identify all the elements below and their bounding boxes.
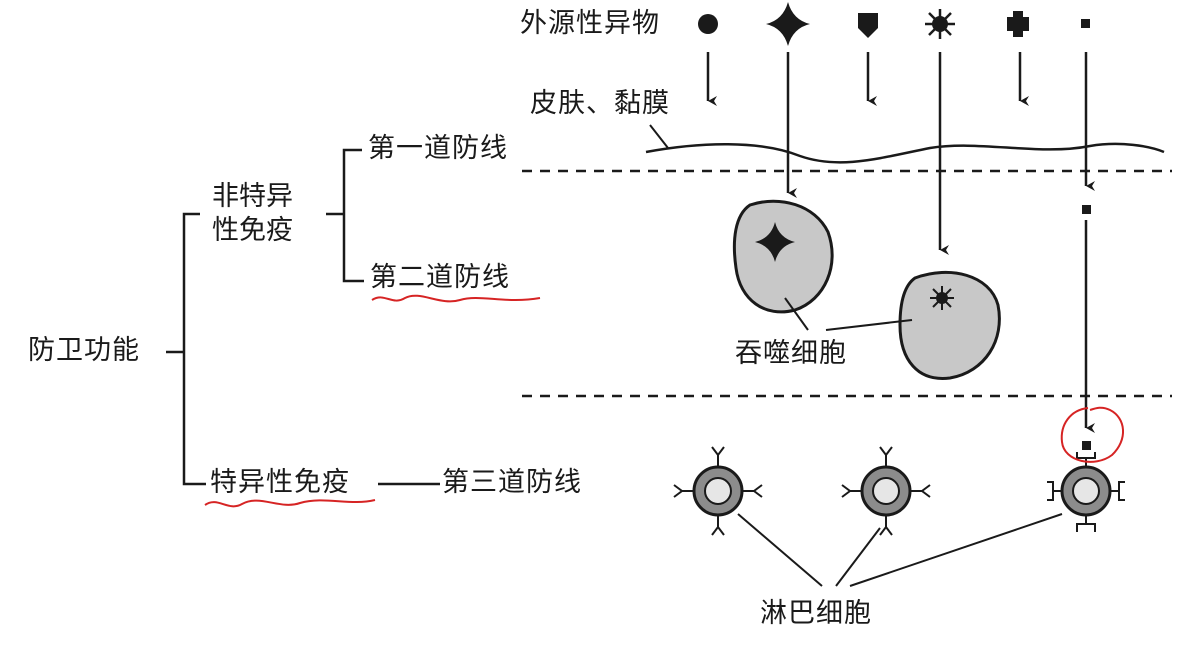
lymphocyte-cell (673, 446, 763, 536)
phagocyte-pointer-right (825, 319, 913, 331)
lymphocyte-cell (1047, 452, 1125, 532)
lymphocyte-label: 淋巴细胞 (760, 598, 872, 629)
lymphocyte-pointer-1 (737, 513, 823, 587)
skin-mucosa-label: 皮肤、黏膜 (530, 88, 670, 119)
nonspecific-immunity-line1: 非特异 (212, 181, 293, 212)
small-square-icon (1081, 19, 1090, 28)
red-circle-annotation (1060, 406, 1124, 463)
phagocyte-cell (732, 199, 834, 314)
specific-immunity-label: 特异性免疫 (210, 467, 350, 498)
root-bracket (182, 212, 206, 486)
nonspecific-immunity-label: 非特异 性免疫 (212, 180, 293, 248)
lymphocyte-pointer-2 (835, 527, 881, 587)
lymphocyte-pointer-3 (849, 513, 1063, 587)
sun-burst-icon (930, 286, 954, 310)
four-point-star-icon (755, 222, 795, 262)
red-underline-second-line (371, 294, 541, 303)
classification-tree (166, 148, 440, 486)
second-line-label: 第二道防线 (370, 262, 510, 293)
small-square-icon (1082, 205, 1091, 214)
red-underline-specific-immunity (204, 499, 376, 508)
phagocyte-pointer-left (784, 297, 809, 331)
shield-pentagon-icon (858, 13, 878, 38)
first-line-label: 第一道防线 (368, 133, 508, 164)
cross-blob-icon (1007, 11, 1029, 37)
nonspecific-immunity-line2: 性免疫 (212, 215, 293, 246)
lymphocyte-cell (841, 446, 931, 536)
four-point-star-icon (766, 2, 810, 46)
defense-function-label: 防卫功能 (28, 335, 140, 366)
third-line-label: 第三道防线 (442, 467, 582, 498)
small-square-icon (1082, 441, 1091, 450)
phagocyte-cell (898, 270, 1001, 380)
nonspecific-bracket (342, 148, 364, 283)
skin-label-pointer (649, 124, 669, 149)
skin-mucosa-line (645, 142, 1165, 164)
sun-burst-icon (925, 9, 955, 39)
foreign-substance-label: 外源性异物 (520, 8, 660, 39)
dot-icon (698, 14, 718, 34)
phagocyte-label: 吞噬细胞 (735, 338, 847, 369)
